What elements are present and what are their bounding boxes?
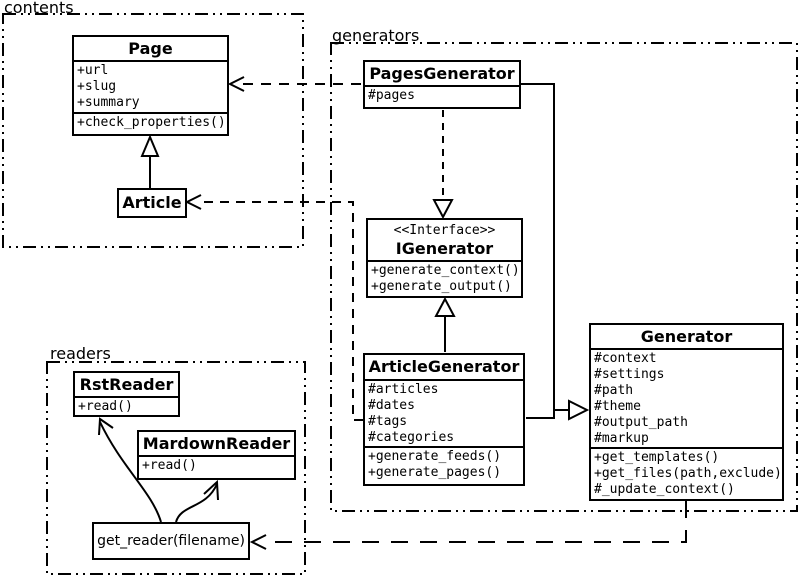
method: #_update_context()	[594, 482, 735, 497]
attribute: #context	[594, 351, 657, 366]
arrow-pagesgenerator-to-generator	[520, 83, 568, 411]
arrow-articlegenerator-to-generator	[526, 408, 555, 419]
class-box-mardownreader: MardownReader +read()	[137, 430, 296, 480]
class-title-generator: Generator	[640, 327, 733, 346]
class-title-pagesgenerator: PagesGenerator	[369, 64, 515, 83]
arrow-getreader-to-rstreader	[99, 421, 162, 523]
class-title-mardownreader: MardownReader	[142, 434, 291, 453]
open-arrowhead-rstreader	[98, 417, 114, 436]
method: +get_files(path,exclude)	[594, 466, 782, 481]
arrow-articlegenerator-to-article	[200, 201, 363, 421]
class-title-articlegenerator: ArticleGenerator	[368, 357, 520, 376]
package-border-readers	[46, 361, 306, 575]
class-title-page: Page	[128, 39, 173, 58]
class-box-igenerator: <<Interface>> IGenerator +generate_conte…	[366, 218, 523, 298]
class-title-article: Article	[122, 193, 182, 212]
class-title-rstreader: RstReader	[79, 375, 174, 394]
method: +generate_pages()	[368, 465, 502, 480]
attribute: #tags	[368, 414, 408, 429]
attribute: #theme	[594, 399, 641, 414]
inheritance-triangle-generator	[568, 399, 590, 421]
package-label-contents: contents	[4, 0, 74, 17]
class-box-articlegenerator: ArticleGenerator #articles #dates #tags …	[363, 353, 525, 486]
attribute: #categories	[368, 430, 455, 445]
package-border-contents	[2, 13, 304, 248]
open-arrowhead-getreader	[249, 534, 267, 550]
stereotype-interface: <<Interface>>	[393, 223, 496, 238]
package-label-readers: readers	[50, 344, 111, 363]
attribute: #pages	[368, 88, 415, 103]
attribute: +summary	[77, 95, 140, 110]
attribute: #output_path	[594, 415, 688, 430]
realization-triangle-igenerator-top	[432, 199, 454, 220]
class-box-rstreader: RstReader +read()	[73, 371, 180, 417]
package-label-generators: generators	[332, 26, 420, 45]
arrow-getreader-to-mardownreader	[175, 483, 218, 523]
attribute: #markup	[594, 431, 649, 446]
attribute: +slug	[77, 79, 117, 94]
open-arrowhead-article	[184, 194, 202, 210]
class-box-page: Page +url +slug +summary +check_properti…	[72, 35, 229, 136]
package-border-generators	[330, 42, 798, 512]
attribute: #dates	[368, 398, 415, 413]
attribute: +url	[77, 63, 109, 78]
method: +generate_output()	[371, 279, 512, 294]
open-arrowhead-mardownreader	[203, 479, 219, 501]
class-box-generator: Generator #context #settings #path #them…	[589, 323, 784, 501]
method: +generate_context()	[371, 263, 520, 278]
method: +check_properties()	[77, 115, 226, 130]
function-box-get-reader: get_reader(filename)	[92, 522, 250, 560]
class-title-igenerator: IGenerator	[395, 239, 494, 258]
method: +get_templates()	[594, 450, 720, 465]
class-box-article: Article	[117, 188, 187, 218]
attribute: #articles	[368, 382, 439, 397]
inheritance-triangle-page	[140, 134, 160, 157]
arrow-generator-to-getreader	[266, 501, 687, 543]
attribute: #settings	[594, 367, 665, 382]
method: +read()	[78, 399, 133, 414]
method: +generate_feeds()	[368, 449, 502, 464]
attribute: #path	[594, 383, 634, 398]
realization-triangle-igenerator-bottom	[434, 296, 456, 317]
open-arrowhead-page	[227, 76, 245, 92]
class-box-pagesgenerator: PagesGenerator #pages	[363, 60, 521, 109]
method: +read()	[142, 458, 197, 473]
